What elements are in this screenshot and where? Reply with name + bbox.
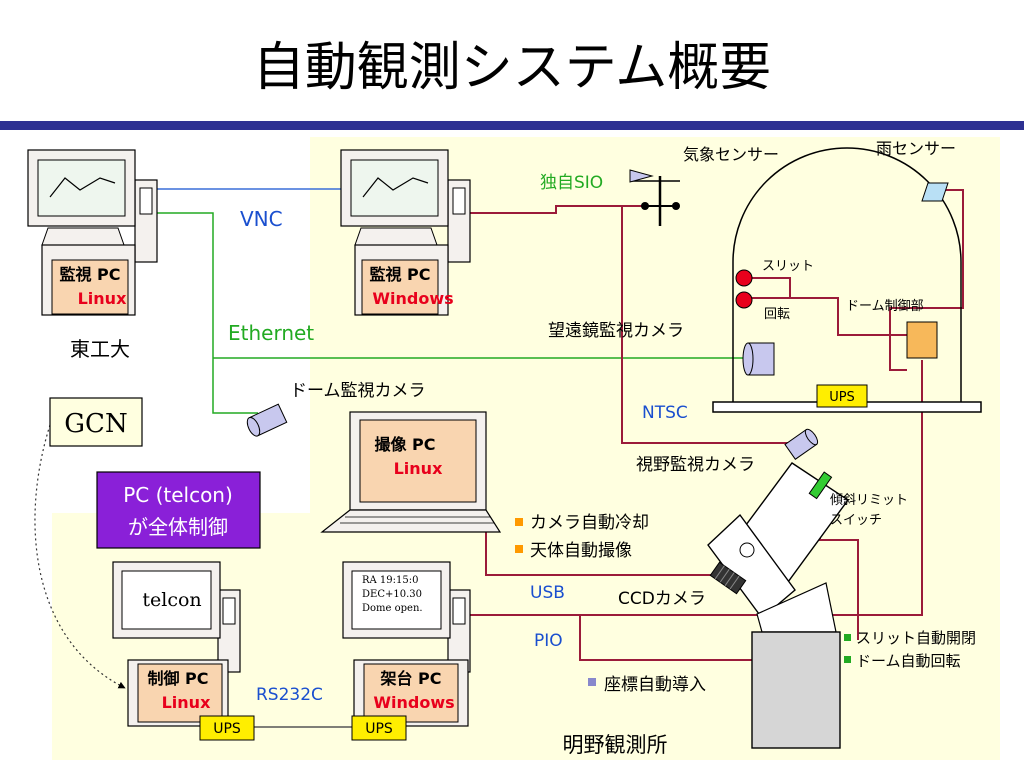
- slit-indicator: [735, 269, 753, 287]
- tilt-switch-line2: スイッチ: [830, 513, 882, 528]
- bullet-slit-auto: [844, 634, 851, 641]
- wire-rotation: [748, 277, 791, 298]
- wire-weather-to-ntsc: [621, 206, 805, 444]
- control-pc-line1: 制御 PC: [147, 669, 208, 688]
- tokyo-monitor-os: Linux: [78, 289, 127, 308]
- mount-screen-ra: RA 19:15:0: [362, 575, 418, 586]
- control-pc: [112, 561, 241, 727]
- ups-dome: [816, 384, 868, 408]
- vnc-label: VNC: [240, 207, 283, 231]
- dome-camera-icon: [246, 403, 288, 437]
- weather-sensor-icon: [629, 169, 680, 226]
- rotation-indicator: [735, 291, 753, 309]
- ethernet-line: [155, 212, 258, 414]
- ups-control-label: UPS: [213, 721, 241, 737]
- ups-mount-label: UPS: [365, 721, 393, 737]
- mount-pc-os: Windows: [373, 693, 454, 712]
- mount-screen-dec: DEC+10.30: [362, 589, 422, 600]
- weather-sensor-label: 気象センサー: [683, 145, 779, 164]
- gcn-box: [49, 397, 143, 447]
- usb-label: USB: [530, 583, 565, 603]
- bullet-auto-imaging: [515, 545, 523, 553]
- rs232c-label: RS232C: [256, 685, 323, 705]
- wire-slit: [748, 297, 910, 336]
- rain-sensor-icon: [921, 182, 949, 202]
- wire-usb: [485, 532, 720, 576]
- tokyo-monitor-pc: [27, 149, 158, 316]
- wire-monitor-to-weather: [465, 205, 645, 214]
- auto-imaging-text: 天体自動撮像: [530, 541, 632, 561]
- gcn-dotted-arrow: [34, 424, 126, 689]
- wire-rain-to-dome: [889, 189, 964, 371]
- tokyo-monitor-line1: 監視 PC: [59, 265, 120, 284]
- telcon-note-box: [96, 471, 261, 549]
- bullet-camera-cooling: [515, 518, 523, 526]
- ethernet-label: Ethernet: [228, 321, 314, 345]
- coord-auto-text: 座標自動導入: [604, 675, 706, 695]
- ups-control: [199, 715, 255, 741]
- rain-sensor-label: 雨センサー: [876, 139, 956, 158]
- mount-screen-dome: Dome open.: [362, 603, 423, 614]
- dome-auto-text: ドーム自動回転: [856, 652, 961, 670]
- site-monitor-line1: 監視 PC: [369, 265, 430, 284]
- ntsc-label: NTSC: [642, 403, 688, 423]
- site-name: 明野観測所: [563, 733, 668, 757]
- field-camera-label: 視野監視カメラ: [636, 455, 755, 475]
- page-title: 自動観測システム概要: [253, 38, 771, 98]
- pio-label: PIO: [534, 631, 563, 651]
- imaging-pc-line1: 撮像 PC: [374, 435, 435, 454]
- gcn-label: GCN: [64, 409, 127, 439]
- imaging-pc-os: Linux: [394, 459, 443, 478]
- camera-cooling-text: カメラ自動冷却: [530, 513, 649, 533]
- telcon-note-line2: が全体制御: [128, 515, 228, 539]
- scope-camera-icon: [742, 342, 775, 376]
- ups-dome-label: UPS: [829, 390, 855, 405]
- tokyo-tech-label: 東工大: [70, 337, 130, 361]
- site-monitor-os: Windows: [372, 289, 453, 308]
- telcon-screen-text: telcon: [142, 589, 201, 611]
- slit-label: スリット: [762, 259, 814, 274]
- bullet-coord-auto: [588, 678, 596, 686]
- dome-controller-label: ドーム制御部: [846, 299, 924, 314]
- slit-auto-text: スリット自動開閉: [856, 629, 976, 647]
- ccd-label: CCDカメラ: [618, 589, 706, 609]
- field-camera-icon: [784, 428, 819, 460]
- dome-camera-label: ドーム監視カメラ: [290, 381, 426, 401]
- wire-dome-ctrl-down: [468, 360, 923, 616]
- control-pc-os: Linux: [162, 693, 211, 712]
- dome-controller-box: [906, 321, 938, 359]
- rotation-label: 回転: [764, 307, 790, 322]
- custom-sio-label: 独自SIO: [540, 173, 603, 193]
- ups-mount: [351, 715, 407, 741]
- title-divider: [0, 121, 1024, 130]
- site-monitor-pc: [340, 149, 471, 316]
- mount-pc-line1: 架台 PC: [379, 669, 441, 688]
- mount-pc: [342, 561, 471, 727]
- imaging-pc: [320, 411, 502, 533]
- scope-camera-label: 望遠鏡監視カメラ: [548, 321, 684, 341]
- telescope: [707, 462, 849, 749]
- tilt-switch-line1: 傾斜リミット: [830, 493, 908, 508]
- bullet-dome-auto: [844, 656, 851, 663]
- telcon-note-line1: PC (telcon): [123, 483, 233, 507]
